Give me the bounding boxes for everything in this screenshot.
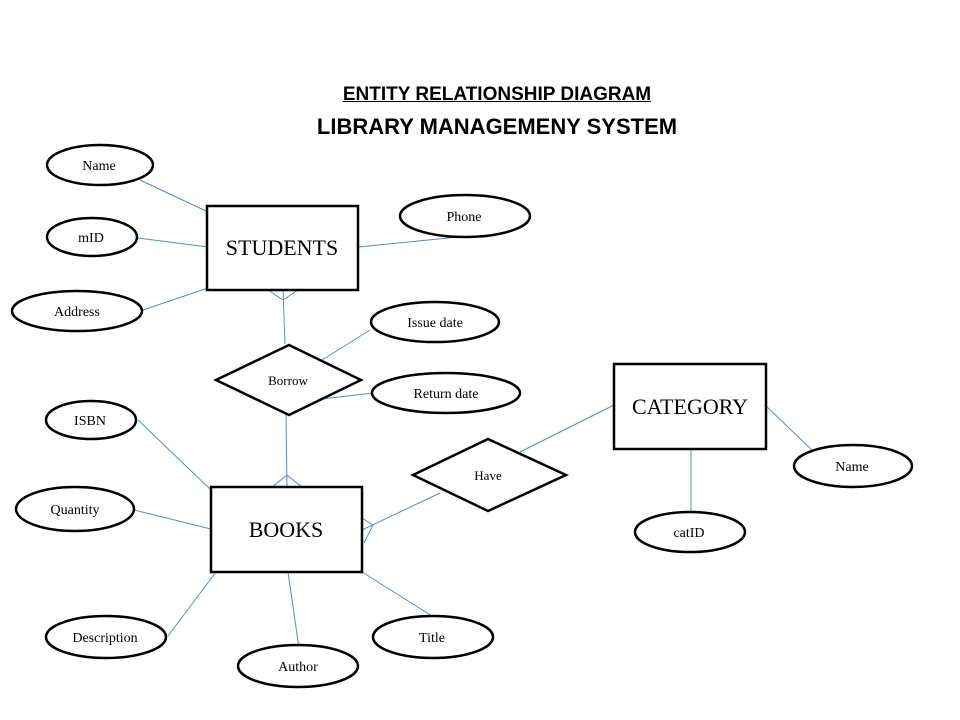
crowfoot-books-right <box>286 474 303 488</box>
connector-students-phone <box>357 236 459 248</box>
attribute-quantity[interactable]: Quantity <box>14 485 136 533</box>
attribute-description[interactable]: Description <box>44 614 168 660</box>
entity-students[interactable]: STUDENTS <box>205 204 360 292</box>
connector-have-category <box>519 404 615 453</box>
connector-books-description <box>167 571 217 637</box>
connector-students-name <box>139 179 209 213</box>
entity-books[interactable]: BOOKS <box>209 485 364 574</box>
connector-books-title <box>361 571 433 617</box>
attribute-student-phone[interactable]: Phone <box>398 193 532 239</box>
connector-books-have <box>361 492 441 531</box>
attribute-isbn-label: ISBN <box>74 414 106 429</box>
crowfoot-students-left <box>267 289 284 301</box>
crowfoot-have-bottom <box>363 524 374 544</box>
attribute-category-name-label: Name <box>835 460 868 475</box>
connector-students-borrow <box>282 289 286 345</box>
attribute-student-mid[interactable]: mID <box>45 216 139 258</box>
crowfoot-have-top <box>361 517 374 526</box>
attribute-title[interactable]: Title <box>371 614 495 660</box>
attribute-student-name-label: Name <box>82 159 115 174</box>
attribute-return-date[interactable]: Return date <box>370 371 522 415</box>
attribute-category-name[interactable]: Name <box>792 443 914 489</box>
diagram-subtitle: LIBRARY MANAGEMENY SYSTEM <box>316 114 678 139</box>
connector-borrow-issue <box>321 329 371 361</box>
relationship-borrow[interactable]: Borrow <box>213 343 364 417</box>
attribute-cat-id-label: catID <box>673 526 704 541</box>
attribute-student-mid-label: mID <box>78 231 104 246</box>
attribute-student-address-label: Address <box>54 305 100 320</box>
diagram-title: ENTITY RELATIONSHIP DIAGRAM <box>342 84 652 105</box>
connector-books-quantity <box>133 509 212 530</box>
connector-category-name <box>765 405 813 451</box>
attribute-author[interactable]: Author <box>236 643 360 689</box>
crowfoot-students-right <box>282 289 299 301</box>
attribute-student-phone-label: Phone <box>447 210 482 225</box>
connector-books-isbn <box>137 419 212 491</box>
connector-students-mid <box>137 237 209 248</box>
entity-students-label: STUDENTS <box>226 235 338 260</box>
attribute-student-name[interactable]: Name <box>45 143 155 187</box>
attribute-description-label: Description <box>72 631 137 646</box>
connector-borrow-return <box>321 392 374 400</box>
attribute-issue-date-label: Issue date <box>407 316 463 331</box>
attribute-issue-date[interactable]: Issue date <box>369 300 501 344</box>
attribute-isbn[interactable]: ISBN <box>44 399 138 441</box>
relationship-have-label: Have <box>474 468 502 483</box>
relationship-have[interactable]: Have <box>410 437 569 513</box>
connector-students-address <box>142 287 209 311</box>
crowfoot-books-left <box>271 474 288 488</box>
connector-books-author <box>287 571 300 649</box>
connectors <box>133 179 813 649</box>
attribute-quantity-label: Quantity <box>51 503 100 518</box>
attribute-author-label: Author <box>278 660 318 675</box>
entity-category-label: CATEGORY <box>632 394 748 419</box>
attribute-cat-id[interactable]: catID <box>633 510 747 554</box>
relationship-borrow-label: Borrow <box>268 373 308 388</box>
entity-books-label: BOOKS <box>249 517 324 542</box>
attribute-student-address[interactable]: Address <box>10 289 144 333</box>
entity-category[interactable]: CATEGORY <box>612 362 768 451</box>
attribute-return-date-label: Return date <box>414 387 479 402</box>
attribute-title-label: Title <box>419 631 445 646</box>
